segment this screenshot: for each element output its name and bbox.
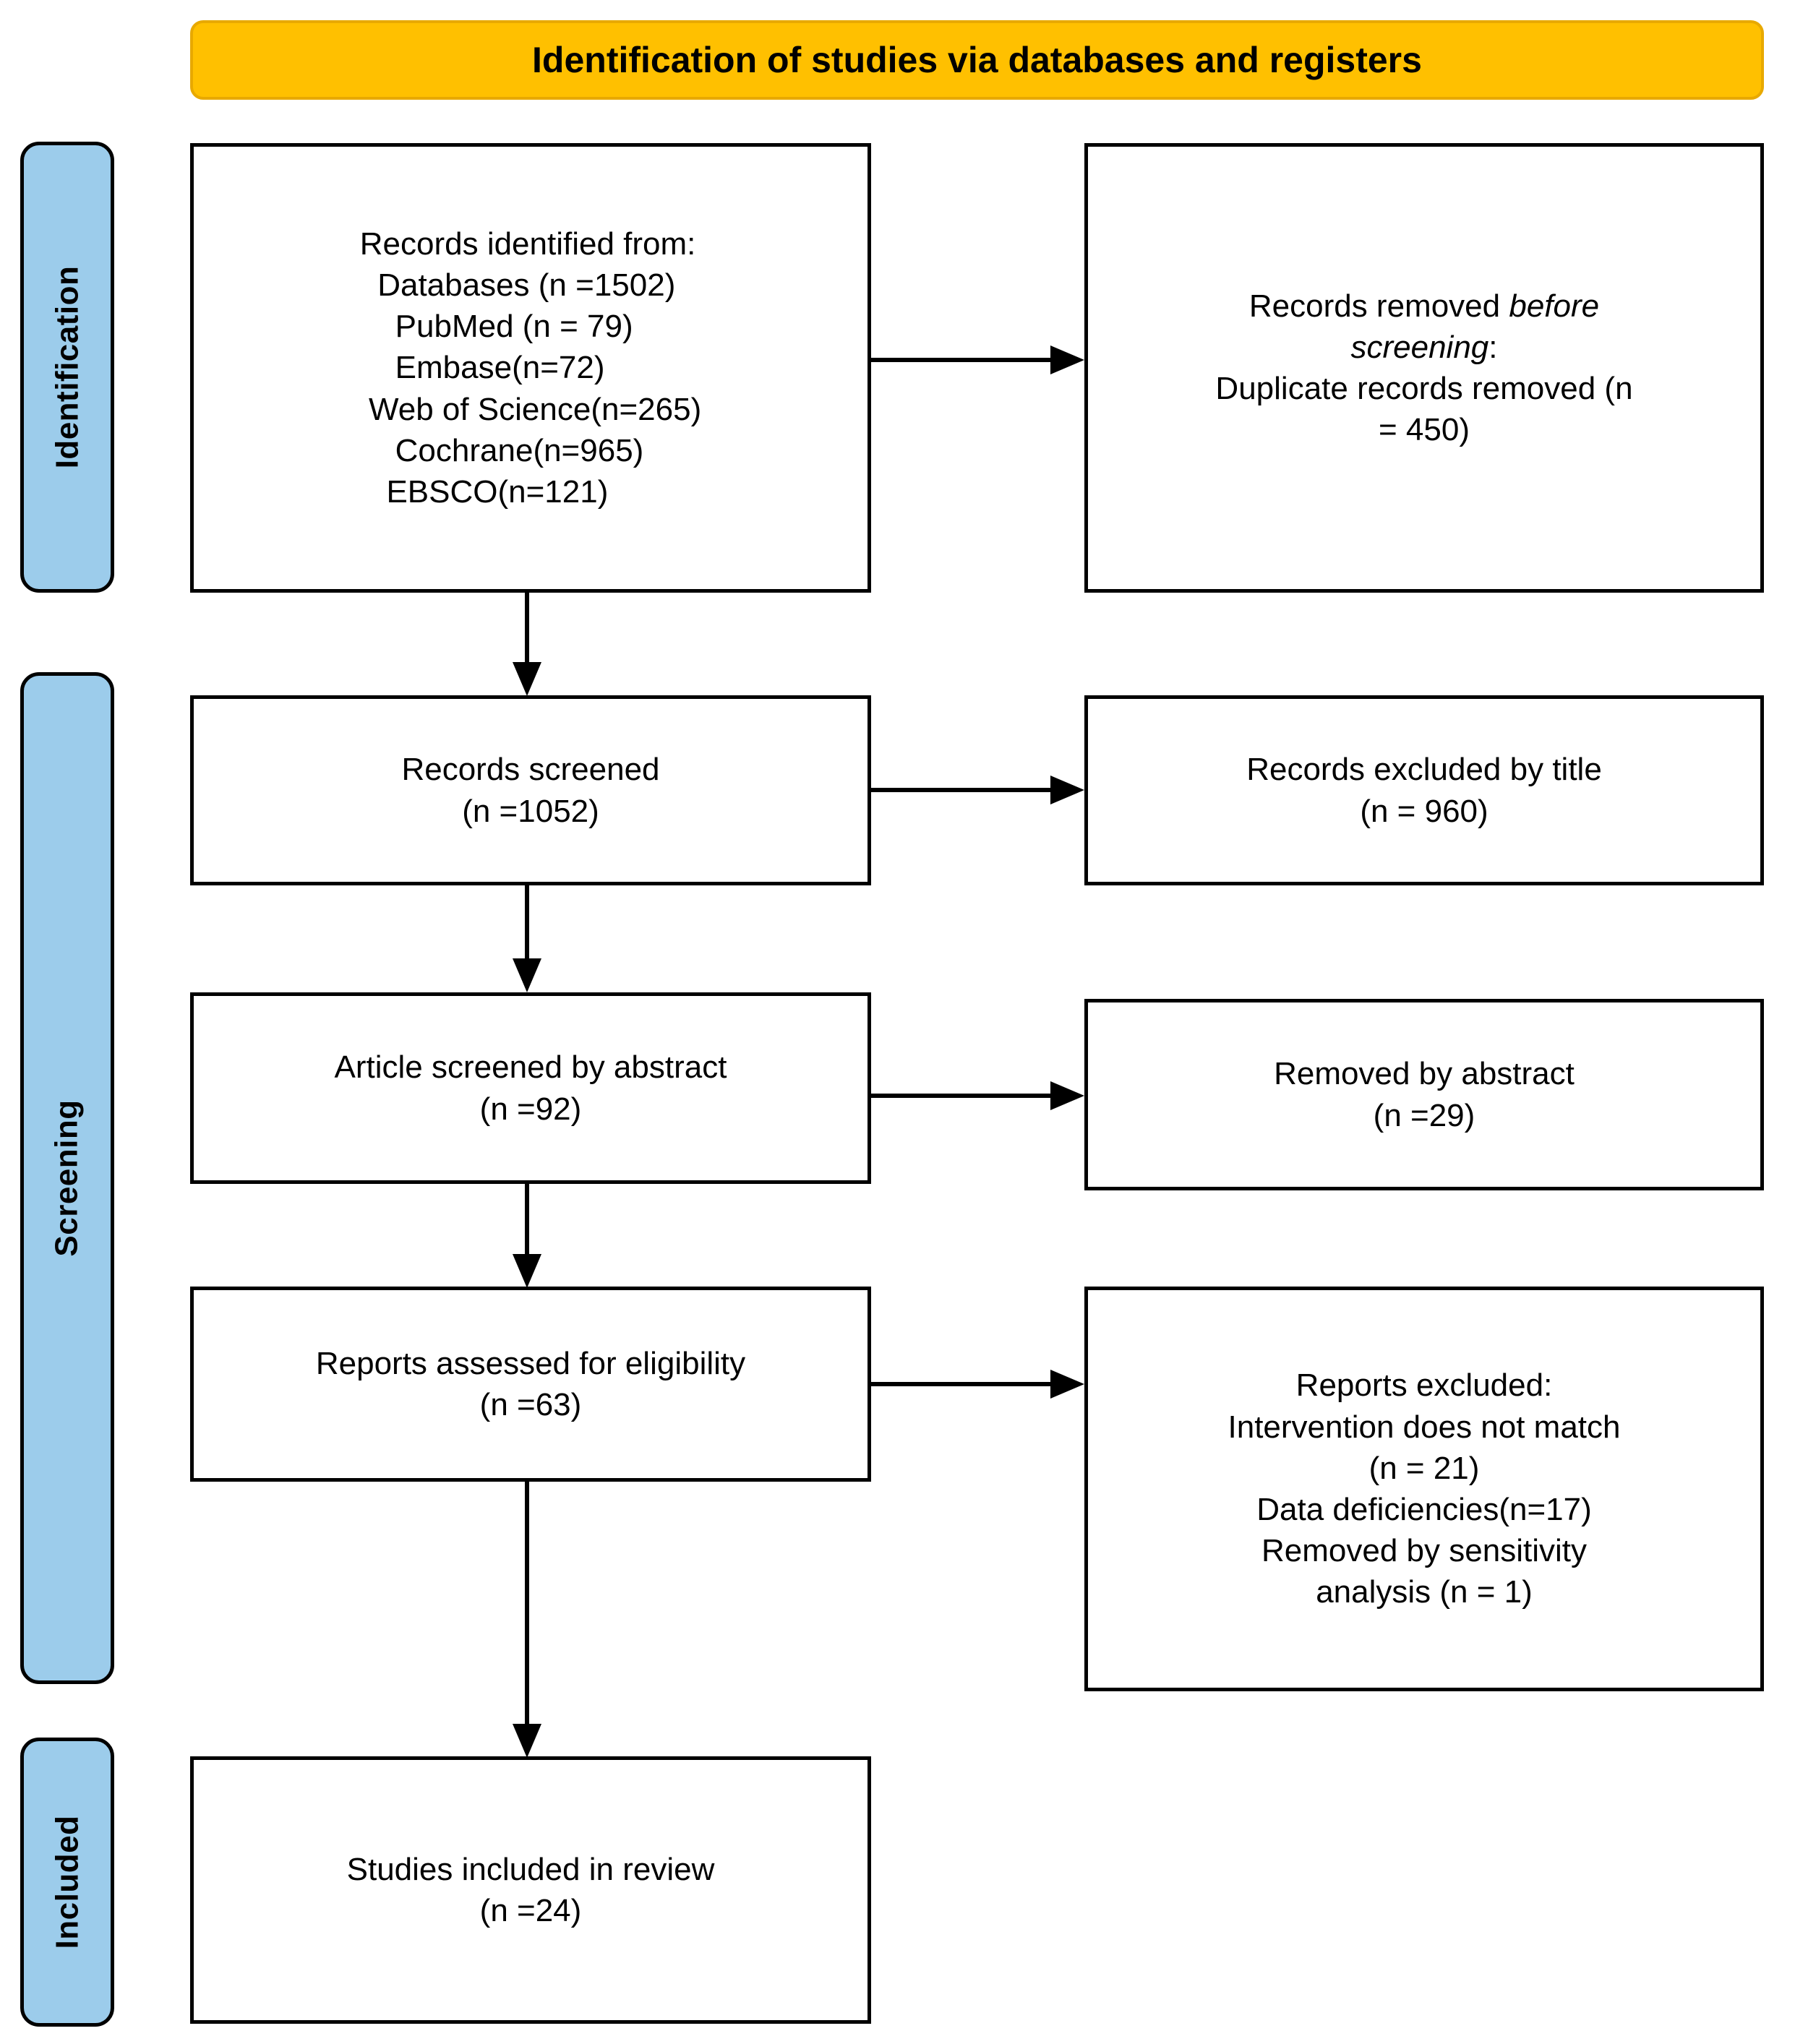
arrow-abstract-to-eligibility [513,1184,541,1289]
arrow-screened-to-excluded-by-title [871,776,1088,804]
box-records-screened-text: Records screened (n =1052) [401,752,660,829]
box-records-removed-before-screening: Records removed before screening: Duplic… [1084,143,1764,593]
stage-bar-included: Included [20,1738,114,2027]
arrow-eligibility-to-included [513,1482,541,1759]
box-reports-assessed-for-eligibility: Reports assessed for eligibility (n =63) [190,1287,871,1482]
box-removed-by-abstract-text: Removed by abstract (n =29) [1274,1056,1575,1133]
box-studies-included-in-review: Studies included in review (n =24) [190,1756,871,2024]
box-reports-assessed-for-eligibility-text: Reports assessed for eligibility (n =63) [315,1345,746,1422]
arrow-identified-to-screened [513,593,541,697]
stage-label-screening: Screening [49,1099,85,1257]
box-article-screened-by-abstract: Article screened by abstract (n =92) [190,992,871,1184]
box-records-identified-text: Records identified from: Databases (n =1… [359,226,702,510]
stage-label-identification: Identification [49,265,85,469]
arrow-eligibility-to-reports-excluded [871,1370,1088,1399]
box-records-screened: Records screened (n =1052) [190,695,871,885]
page-title: Identification of studies via databases … [532,39,1422,80]
arrow-identified-to-removed-before [871,345,1088,374]
arrow-abstract-to-removed-by-abstract [871,1081,1088,1110]
stage-bar-screening: Screening [20,672,114,1684]
box-records-removed-before-screening-text: Records removed before screening: Duplic… [1215,288,1633,448]
arrow-screened-to-abstract [513,885,541,994]
header-banner: Identification of studies via databases … [190,20,1764,100]
box-reports-excluded: Reports excluded: Intervention does not … [1084,1287,1764,1691]
box-records-excluded-by-title-text: Records excluded by title (n = 960) [1246,752,1602,829]
box-reports-excluded-text: Reports excluded: Intervention does not … [1228,1367,1621,1610]
box-removed-by-abstract: Removed by abstract (n =29) [1084,999,1764,1190]
box-studies-included-in-review-text: Studies included in review (n =24) [346,1851,715,1928]
box-records-excluded-by-title: Records excluded by title (n = 960) [1084,695,1764,885]
box-records-identified: Records identified from: Databases (n =1… [190,143,871,593]
stage-label-included: Included [49,1815,85,1949]
stage-bar-identification: Identification [20,142,114,593]
box-article-screened-by-abstract-text: Article screened by abstract (n =92) [334,1049,727,1127]
